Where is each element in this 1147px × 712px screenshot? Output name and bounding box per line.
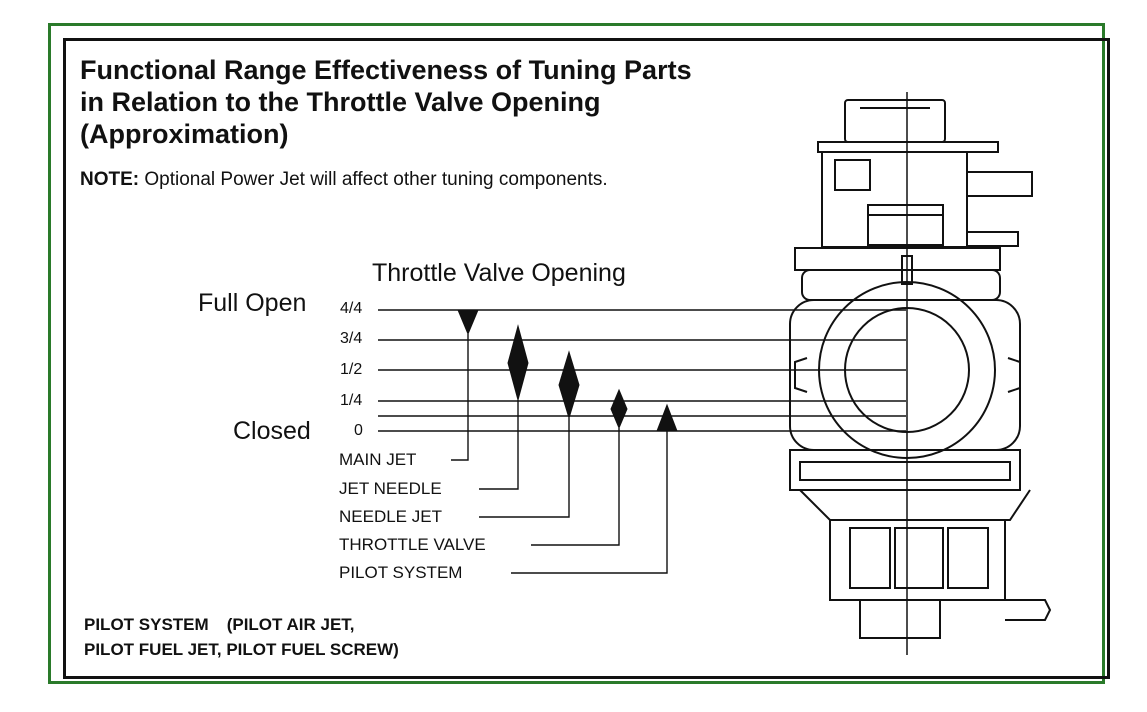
tick-label: 4/4 <box>340 300 363 317</box>
leader-line <box>511 431 668 574</box>
carb-top-plate <box>817 141 999 153</box>
part-label-jet-needle: JET NEEDLE <box>339 479 442 498</box>
part-label-needle-jet: NEEDLE JET <box>339 507 442 526</box>
part-label-throttle-valve: THROTTLE VALVE <box>339 535 486 554</box>
range-marker <box>507 324 529 402</box>
opening-level-lines <box>378 309 906 432</box>
carb-main-body <box>789 299 1021 451</box>
title-line-2: in Relation to the Throttle Valve Openin… <box>80 87 601 117</box>
tick-label: 1/2 <box>340 361 363 378</box>
carb-cap <box>844 99 946 143</box>
full-open-label: Full Open <box>198 289 307 317</box>
inner-black-frame <box>63 38 1110 679</box>
carb-float-bowl <box>799 489 1031 521</box>
title-line-3: (Approximation) <box>80 119 289 149</box>
part-label-pilot-system: PILOT SYSTEM <box>339 563 463 582</box>
footnote-line-1: PILOT SYSTEM(PILOT AIR JET, <box>84 615 355 634</box>
title-line-1: Functional Range Effectiveness of Tuning… <box>80 55 692 85</box>
leader-line <box>531 428 620 546</box>
note-text: NOTE: Optional Power Jet will affect oth… <box>80 169 608 191</box>
carb-lower-body <box>789 449 1021 491</box>
footnote-line-2: PILOT FUEL JET, PILOT FUEL SCREW) <box>84 640 399 659</box>
carb-side-pipe <box>967 171 1033 197</box>
carb-upper-body <box>821 151 968 248</box>
note-label: NOTE: <box>80 169 140 190</box>
carburetor-illustration <box>789 92 1052 655</box>
footnote: PILOT SYSTEM(PILOT AIR JET, PILOT FUEL J… <box>84 612 399 662</box>
tick-label: 3/4 <box>340 330 363 347</box>
closed-label: Closed <box>233 417 311 445</box>
range-marker <box>610 388 628 430</box>
leader-line <box>451 334 469 461</box>
diagram-title: Functional Range Effectiveness of Tuning… <box>80 54 692 150</box>
leader-line <box>479 418 570 518</box>
outer-green-frame <box>48 23 1105 684</box>
range-markers <box>451 309 678 574</box>
leader-line <box>479 400 519 490</box>
range-marker <box>457 309 479 336</box>
axis-title: Throttle Valve Opening <box>372 259 626 287</box>
tick-label: 0 <box>354 422 363 439</box>
range-marker <box>558 350 580 420</box>
part-label-main-jet: MAIN JET <box>339 450 417 469</box>
note-body: Optional Power Jet will affect other tun… <box>139 169 608 190</box>
tick-label: 1/4 <box>340 392 363 409</box>
range-marker <box>656 403 678 432</box>
